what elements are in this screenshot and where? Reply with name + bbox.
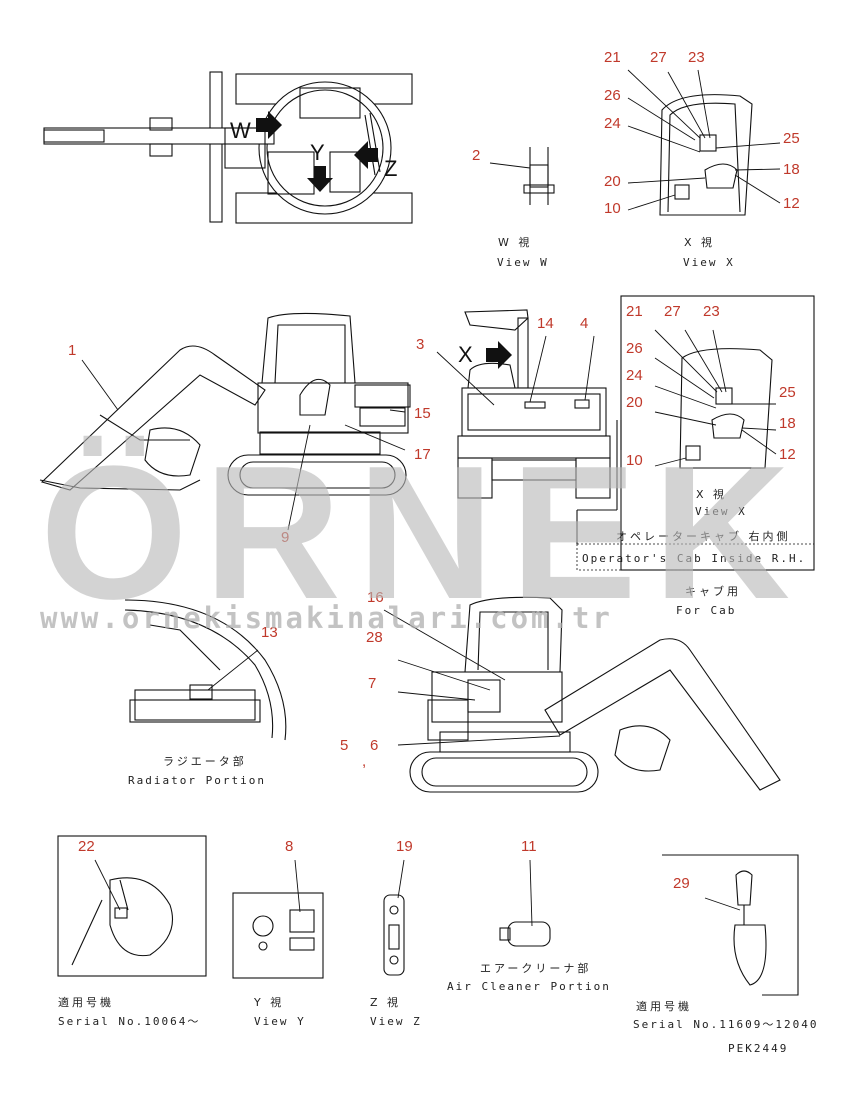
view-x-top-caption-jp: X 視 — [684, 235, 715, 249]
callout-1: 1 — [68, 342, 76, 359]
callout-12: 12 — [783, 195, 800, 212]
callout-7: 7 — [368, 675, 376, 692]
callout-23: 23 — [688, 49, 705, 66]
callout-28: 28 — [366, 629, 383, 646]
lever-drawing — [662, 854, 799, 996]
view-z-marker-label: Z — [384, 156, 397, 181]
seat-serial-jp: 適用号機 — [58, 995, 114, 1009]
callout-24: 24 — [626, 367, 643, 384]
view-x-top-drawing — [627, 69, 781, 216]
callout-9: 9 — [281, 529, 289, 546]
radiator-caption-jp: ラジエータ部 — [163, 754, 247, 768]
radiator-caption-en: Radiator Portion — [128, 774, 266, 787]
air-cleaner-caption-jp: エアークリーナ部 — [480, 961, 591, 975]
cab-view-x-caption-en: View X — [695, 505, 747, 518]
callout-25: 25 — [779, 384, 796, 401]
view-z-drawing — [383, 859, 405, 976]
lever-serial-jp: 適用号機 — [636, 999, 692, 1013]
view-w-caption-en: View W — [497, 256, 549, 269]
side-left-excavator — [39, 312, 411, 531]
seat-drawing — [57, 835, 207, 977]
seat-serial-en: Serial No.10064～ — [58, 1015, 200, 1028]
view-z-caption-en: View Z — [370, 1015, 422, 1028]
drawing-code: PEK2449 — [728, 1042, 788, 1055]
view-y-caption-jp: Y 視 — [253, 995, 284, 1009]
arrow-right-icon — [486, 341, 512, 369]
cab-title-en: Operator's Cab Inside R.H. — [582, 552, 806, 565]
for-cab-jp: キャブ用 — [685, 584, 741, 598]
view-y-caption-en: View Y — [254, 1015, 306, 1028]
view-y-drawing — [232, 859, 324, 979]
top-view-excavator — [43, 71, 413, 224]
callout-22: 22 — [78, 838, 95, 855]
callout-27: 27 — [650, 49, 667, 66]
callout-27: 27 — [664, 303, 681, 320]
callout-12: 12 — [779, 446, 796, 463]
cab-title-jp: オペレーターキャブ 右内側 — [616, 529, 791, 543]
callout-8: 8 — [285, 838, 293, 855]
arrow-right-icon — [256, 111, 282, 139]
lever-serial-en: Serial No.11609～12040 — [633, 1018, 818, 1031]
watermark-brand: ÖRNEK — [40, 427, 806, 639]
callout-10: 10 — [604, 200, 621, 217]
callout-2: 2 — [472, 147, 480, 164]
callout-18: 18 — [779, 415, 796, 432]
callout-26: 26 — [604, 87, 621, 104]
callout-10: 10 — [626, 452, 643, 469]
callout-26: 26 — [626, 340, 643, 357]
callout-11: 11 — [521, 838, 537, 855]
air-cleaner-drawing — [499, 859, 551, 947]
view-w-caption-jp: W 視 — [498, 235, 532, 249]
view-z-caption-jp: Z 視 — [370, 995, 401, 1009]
callout-4: 4 — [580, 315, 588, 332]
callout-6: 6 — [370, 737, 378, 754]
cab-view-x-caption-jp: X 視 — [696, 487, 727, 501]
side-right-excavator — [383, 596, 781, 793]
air-cleaner-caption-en: Air Cleaner Portion — [447, 980, 611, 993]
for-cab-en: For Cab — [676, 604, 736, 617]
callout-16: 16 — [367, 589, 384, 606]
watermark-url: www.ornekismakinalari.com.tr — [40, 601, 613, 635]
callout-29: 29 — [673, 875, 690, 892]
callout-3: 3 — [416, 336, 424, 353]
view-x-marker-label: X — [458, 342, 473, 367]
callout-15: 15 — [414, 405, 431, 422]
view-y-marker-label: Y — [310, 140, 325, 165]
callout-18: 18 — [783, 161, 800, 178]
arrow-left-icon — [354, 141, 378, 169]
callout-separator: , — [362, 753, 366, 770]
arrow-down-icon — [307, 166, 333, 192]
rear-view-excavator — [436, 309, 611, 499]
callout-21: 21 — [626, 303, 643, 320]
callout-21: 21 — [604, 49, 621, 66]
callout-19: 19 — [396, 838, 413, 855]
view-w-marker-label: W — [230, 118, 251, 143]
callout-24: 24 — [604, 115, 621, 132]
callout-20: 20 — [604, 173, 621, 190]
radiator-drawing — [124, 599, 287, 741]
callout-23: 23 — [703, 303, 720, 320]
callout-5: 5 — [340, 737, 348, 754]
view-x-top-caption-en: View X — [683, 256, 735, 269]
view-w-drawing — [489, 147, 555, 205]
callout-13: 13 — [261, 624, 278, 641]
callout-17: 17 — [414, 446, 431, 463]
callout-25: 25 — [783, 130, 800, 147]
callout-20: 20 — [626, 394, 643, 411]
cab-inside-box — [576, 295, 815, 571]
callout-14: 14 — [537, 315, 554, 332]
